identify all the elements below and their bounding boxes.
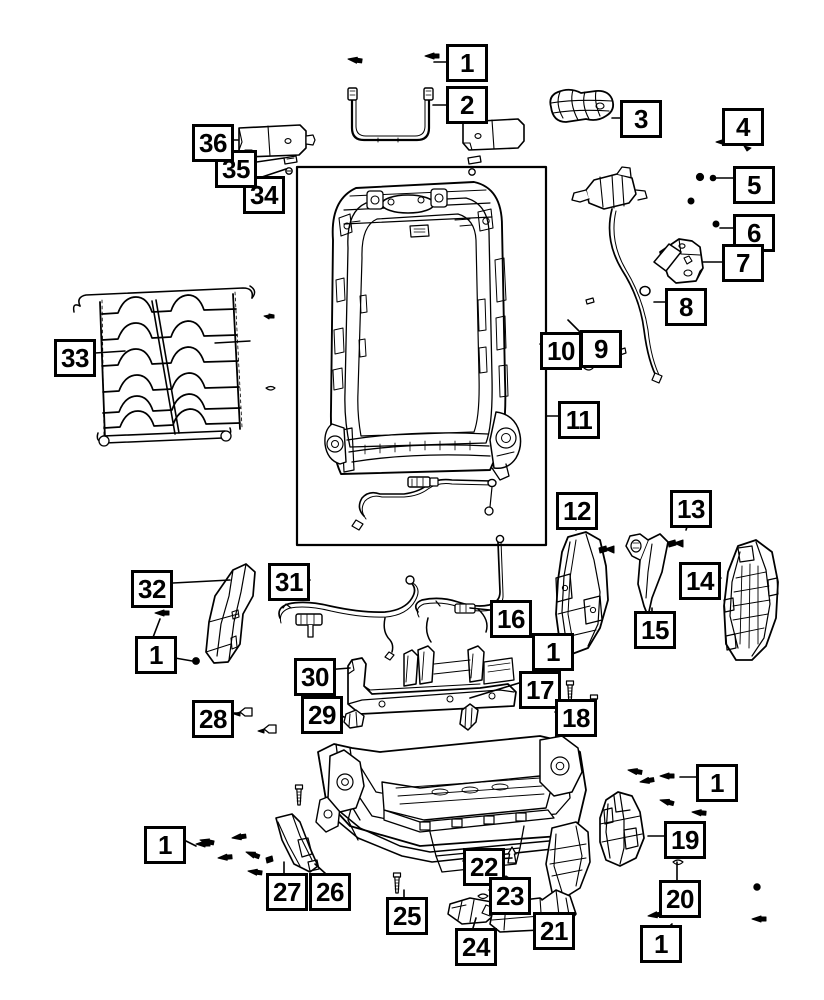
callout-15-recliner-release-lever[interactable]: 15 bbox=[634, 611, 676, 649]
part-cushion-pan-30 bbox=[347, 645, 517, 715]
callout-11-seat-back-frame[interactable]: 11 bbox=[558, 401, 600, 439]
part-outer-shield-14 bbox=[723, 539, 779, 661]
callout-32-inboard-side-shield[interactable]: 32 bbox=[131, 570, 173, 608]
callout-27-screw[interactable]: 27 bbox=[266, 873, 308, 911]
fasteners-4-5-6 bbox=[687, 139, 752, 228]
part-trim-shield-26 bbox=[275, 813, 320, 873]
callout-3-seat-back-handle-grip[interactable]: 3 bbox=[620, 100, 662, 138]
fasteners-28 bbox=[233, 707, 277, 734]
part-lumbar-cable-31 bbox=[278, 575, 419, 661]
callout-4-rivet-fastener[interactable]: 4 bbox=[722, 108, 764, 146]
callout-1-bolt-screw[interactable]: 1 bbox=[640, 925, 682, 963]
part-lumbar-cable-16 bbox=[414, 534, 505, 643]
callout-7-latch-striker-bracket[interactable]: 7 bbox=[722, 244, 764, 282]
callout-33-seat-back-spring-mat[interactable]: 33 bbox=[54, 339, 96, 377]
part-inboard-shield-32 bbox=[205, 563, 256, 664]
part-latch-bracket-7 bbox=[653, 238, 704, 284]
part-spring-mat-33 bbox=[72, 285, 256, 447]
callout-1-bolt-screw[interactable]: 1 bbox=[446, 44, 488, 82]
callout-2-headrest-guide-wire[interactable]: 2 bbox=[446, 86, 488, 124]
callout-12-recliner-shield-inner[interactable]: 12 bbox=[556, 492, 598, 530]
callout-36-headrest-bezel-guide[interactable]: 36 bbox=[192, 124, 234, 162]
fasteners-top bbox=[347, 52, 440, 65]
callout-28-push-pin-fastener[interactable]: 28 bbox=[192, 700, 234, 738]
callout-31-lumbar-support-cable[interactable]: 31 bbox=[268, 563, 310, 601]
callout-1-bolt-screw[interactable]: 1 bbox=[532, 633, 574, 671]
callout-13-screw[interactable]: 13 bbox=[670, 490, 712, 528]
part-guide-wire-2 bbox=[347, 87, 434, 143]
callout-20-screw[interactable]: 20 bbox=[659, 880, 701, 918]
callout-1-bolt-screw[interactable]: 1 bbox=[696, 764, 738, 802]
part-recliner-shield-12 bbox=[555, 531, 615, 655]
part-seat-back-frame-11 bbox=[324, 181, 522, 481]
callout-29-clip[interactable]: 29 bbox=[301, 696, 343, 734]
callout-23-push-pin-clip[interactable]: 23 bbox=[489, 877, 531, 915]
part-screw-34 bbox=[285, 167, 293, 175]
part-clip-29 bbox=[343, 709, 365, 729]
callout-14-side-shield-outer[interactable]: 14 bbox=[679, 562, 721, 600]
fasteners-bottom-left bbox=[195, 840, 211, 848]
part-release-lever-15 bbox=[625, 533, 684, 617]
callout-18-bolt[interactable]: 18 bbox=[555, 699, 597, 737]
callout-9-clip-retainer[interactable]: 9 bbox=[580, 330, 622, 368]
part-headrest-bezel-right bbox=[462, 118, 525, 151]
part-clip-35 bbox=[283, 155, 298, 165]
callout-10-clip-retainer[interactable]: 10 bbox=[540, 332, 582, 370]
callout-24-retainer-plate[interactable]: 24 bbox=[455, 928, 497, 966]
part-cushion-bracket-17 bbox=[459, 703, 479, 731]
callout-25-bolt[interactable]: 25 bbox=[386, 897, 428, 935]
callout-1-bolt-screw[interactable]: 1 bbox=[135, 636, 177, 674]
callout-19-rear-outboard-shield[interactable]: 19 bbox=[664, 821, 706, 859]
part-clip-right bbox=[467, 155, 482, 165]
part-release-cable-8 bbox=[571, 166, 663, 384]
part-handle-3 bbox=[549, 88, 615, 123]
callout-5-push-pin-clip[interactable]: 5 bbox=[733, 166, 775, 204]
callout-26-inboard-trim-shield[interactable]: 26 bbox=[309, 873, 351, 911]
callout-1-bolt-screw[interactable]: 1 bbox=[144, 826, 186, 864]
callout-30-seat-cushion-frame-pan[interactable]: 30 bbox=[294, 658, 336, 696]
inset-cable bbox=[351, 476, 497, 531]
fasteners-bottom-right bbox=[626, 766, 767, 923]
seat-cushion-frame-assembly bbox=[315, 735, 591, 899]
callout-8-release-cable[interactable]: 8 bbox=[665, 288, 707, 326]
fasteners-27 bbox=[198, 832, 274, 877]
callout-16-lumbar-cable[interactable]: 16 bbox=[490, 600, 532, 638]
loose-fasteners-left bbox=[263, 313, 276, 391]
callout-21-front-outboard-cover[interactable]: 21 bbox=[533, 912, 575, 950]
callout-17-seat-cushion-pan-bracket[interactable]: 17 bbox=[519, 671, 561, 709]
part-rear-shield-19 bbox=[599, 791, 645, 867]
